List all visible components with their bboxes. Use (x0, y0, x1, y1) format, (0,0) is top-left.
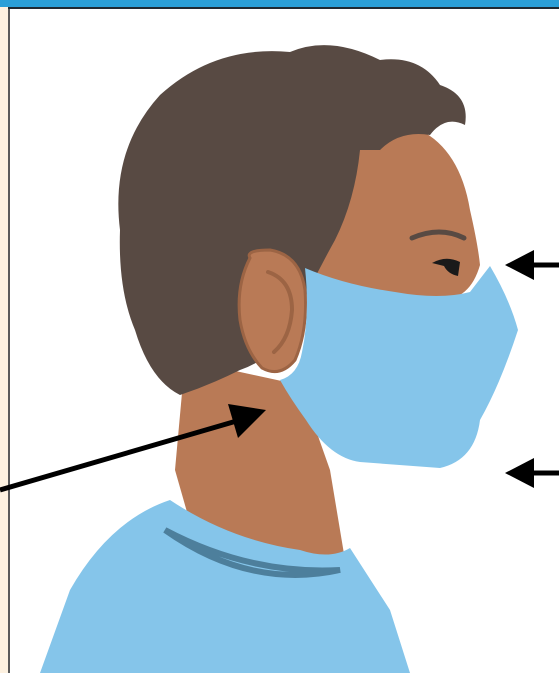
arrow-under-chin-head (505, 458, 534, 488)
arrow-nose-bridge-head (505, 250, 534, 280)
